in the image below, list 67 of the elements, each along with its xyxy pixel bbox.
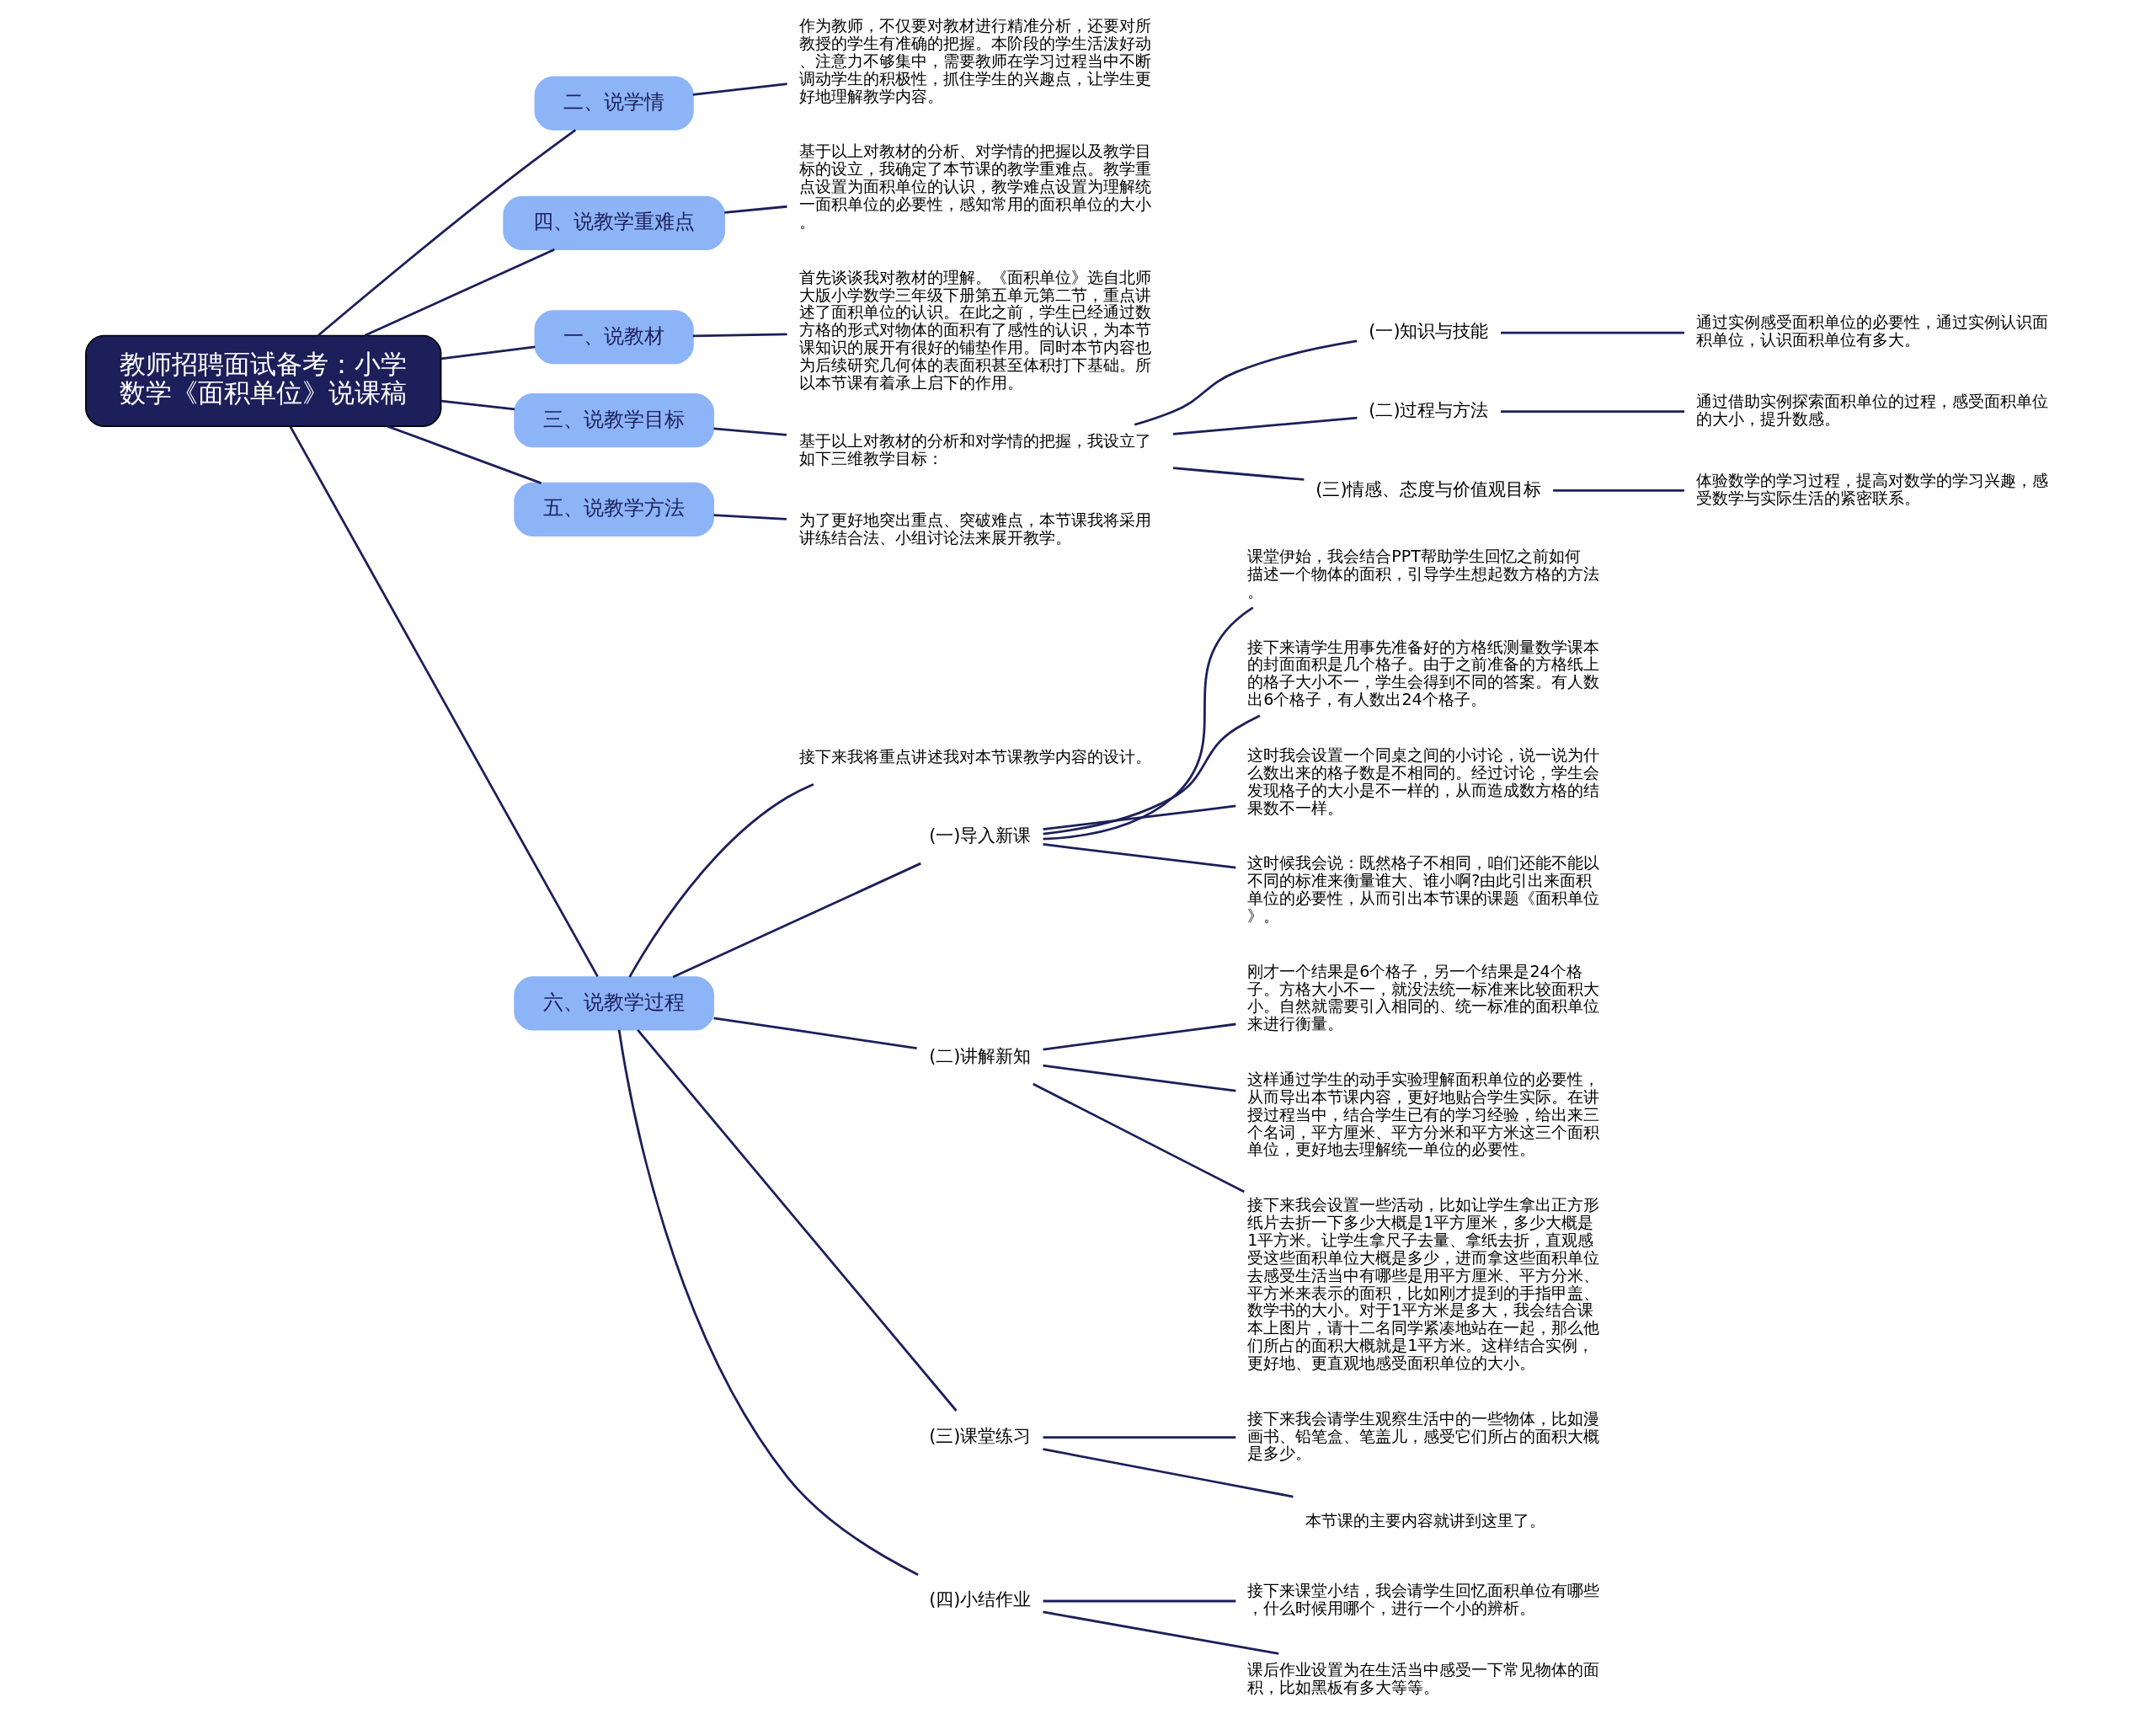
connector	[1172, 416, 1358, 435]
connector	[1033, 1082, 1245, 1193]
node-text: 课后作业设置为在生活当中感受一下常见物体的面积，比如黑板有多大等等。	[1247, 1660, 1600, 1696]
node-text: 这时我会设置一个同桌之间的小讨论，说一说为什么数出来的格子数是不相同的。经过讨论，学生会发现格子的大小是不一样的，从而造成数方格的结果数不一样。	[1247, 745, 1600, 817]
connector	[1043, 804, 1236, 831]
node-box: 一、说教材	[534, 310, 694, 365]
node-text: 接下来课堂小结，我会请学生回忆面积单位有哪些，什么时候用哪个，进行一个小的辨析。	[1247, 1581, 1600, 1618]
connector	[1172, 467, 1305, 481]
node-text: (一)知识与技能	[1369, 321, 1489, 342]
node-text: 刚才一个结果是6个格子，另一个结果是24个格子。方格大小不一，就没法统一标准来比较面积大小。自然就需要引入相同的、统一标准的面积单位来进行衡量。	[1247, 961, 1600, 1033]
node-box: 四、说教学重难点	[503, 195, 725, 250]
connector	[713, 1017, 917, 1050]
connector	[1501, 410, 1684, 414]
node-text: (四)小结作业	[929, 1589, 1032, 1610]
connector	[1043, 1610, 1279, 1655]
connector	[1553, 489, 1684, 492]
node-text: (二)过程与方法	[1369, 400, 1489, 421]
connector	[1501, 331, 1684, 334]
node-box: 三、说教学目标	[514, 393, 714, 448]
connector	[713, 427, 787, 436]
node-text: 这样通过学生的动手实验理解面积单位的必要性，从而导出本节课内容，更好地贴合学生实际。在讲授过程当中，结合学生已有的学习经验，给出来三个名词，平方厘米、平方分米和平方米这三个面积单位，更好地去理解统一单位的必要性。	[1247, 1070, 1600, 1159]
connector	[1043, 1599, 1236, 1603]
connector	[364, 248, 555, 337]
node-text: 接下来请学生用事先准备好的方格纸测量数学课本的封面面积是几个格子。由于之前准备的方格纸上的格子大小不一，学生会得到不同的答案。有人数出6个格子，有人数出24个格子。	[1247, 637, 1600, 709]
node-text: 作为教师，不仅要对教材进行精准分析，还要对所教授的学生有准确的把握。本阶段的学生活泼好动、注意力不够集中，需要教师在学习过程当中不断调动学生的积极性，抓住学生的兴趣点，让学生更好地理解教学内容。	[798, 16, 1151, 105]
node-text: (二)讲解新知	[929, 1045, 1032, 1066]
node-text: 基于以上对教材的分析和对学情的把握，我设立了如下三维教学目标：	[798, 431, 1151, 467]
node-text: 通过实例感受面积单位的必要性，通过实例认识面积单位，认识面积单位有多大。	[1695, 312, 2048, 350]
node-box: 教师招聘面试备考：小学数学《面积单位》说课稿	[85, 334, 442, 427]
connector	[1043, 1436, 1236, 1439]
connector	[1043, 1064, 1236, 1092]
connector	[617, 1029, 919, 1576]
node-text: (三)课堂练习	[929, 1426, 1032, 1447]
node-text: 基于以上对教材的分析、对学情的把握以及教学目标的设立，我确定了本节课的教学重难点。教学重点设置为面积单位的认识，教学难点设置为理解统一面积单位的必要性，感知常用的面积单位的大小。	[798, 141, 1151, 231]
connector	[1134, 339, 1358, 426]
connector	[672, 862, 921, 979]
node-text: (一)导入新课	[929, 825, 1032, 846]
connector	[1043, 1022, 1236, 1051]
node-text: 首先谈谈我对教材的理解。《面积单位》选自北师大版小学数学三年级下册第五单元第二节，重点讲述了面积单位的认识。在此之前，学生已经通过数方格的形式对物体的面积有了感性的认识，为本节课知识的展开有很好的铺垫作用。同时本节内容也为后续研究几何体的表面积甚至体积打下基础。所以本节课有着承上启下的作用。	[798, 267, 1151, 392]
node-text: (三)情感、态度与价值观目标	[1315, 478, 1542, 499]
connector	[387, 424, 542, 484]
node-text: 课堂伊始，我会结合PPT帮助学生回忆之前如何描述一个物体的面积，引导学生想起数方格的方法。	[1247, 547, 1600, 601]
connector	[692, 333, 787, 338]
connector	[318, 129, 577, 337]
connector	[440, 345, 536, 360]
node-text: 这时候我会说：既然格子不相同，咱们还能不能以不同的标准来衡量谁大、谁小啊?由此引出来面积单位的必要性，从而引出本节课的课题《面积单位》。	[1247, 853, 1600, 925]
connector	[713, 514, 787, 521]
node-text: 接下来我会设置一些活动，比如让学生拿出正方形纸片去折一下多少大概是1平方厘米，多少大概是1平方米。让学生拿尺子去量、拿纸去折，直观感受这些面积单位大概是多少，进而拿这些面积单位去感受生活当中有哪些是用平方厘米、平方分米、平方米来表示的面积，比如刚才提到的手指甲盖、数学书的大小。对于1平方米是多大，我会结合课本上图片，请十二名同学紧凑地站在一起，那么他们所占的面积大概就是1平方米。这样结合实例，更好地、更直观地感受面积单位的大小。	[1247, 1195, 1600, 1372]
connector	[1043, 1448, 1294, 1498]
node-text: 为了更好地突出重点、突破难点，本节课我将采用讲练结合法、小组讨论法来展开教学。	[798, 510, 1151, 547]
connector	[692, 83, 787, 96]
connector	[1043, 714, 1261, 835]
connector	[289, 425, 599, 978]
node-text: 通过借助实例探索面积单位的过程，感受面积单位的大小，提升数感。	[1695, 392, 2048, 428]
node-box: 六、说教学过程	[514, 976, 714, 1031]
connector	[1043, 606, 1254, 841]
node-text: 体验数学的学习过程，提高对数学的学习兴趣，感受数学与实际生活的紧密联系。	[1695, 470, 2048, 507]
connector	[628, 782, 814, 978]
connector	[1043, 843, 1236, 869]
connector	[637, 1028, 958, 1412]
node-box: 二、说学情	[534, 76, 694, 131]
node-text: 接下来我会请学生观察生活中的一些物体，比如漫画书、铅笔盒、笔盖儿，感受它们所占的面积大概是多少。	[1247, 1408, 1600, 1463]
node-text: 本节课的主要内容就讲到这里了。	[1305, 1511, 1545, 1530]
node-text: 接下来我将重点讲述我对本节课教学内容的设计。	[798, 746, 1151, 766]
node-box: 五、说教学方法	[514, 482, 714, 537]
connector	[724, 205, 787, 214]
connector	[440, 399, 515, 411]
